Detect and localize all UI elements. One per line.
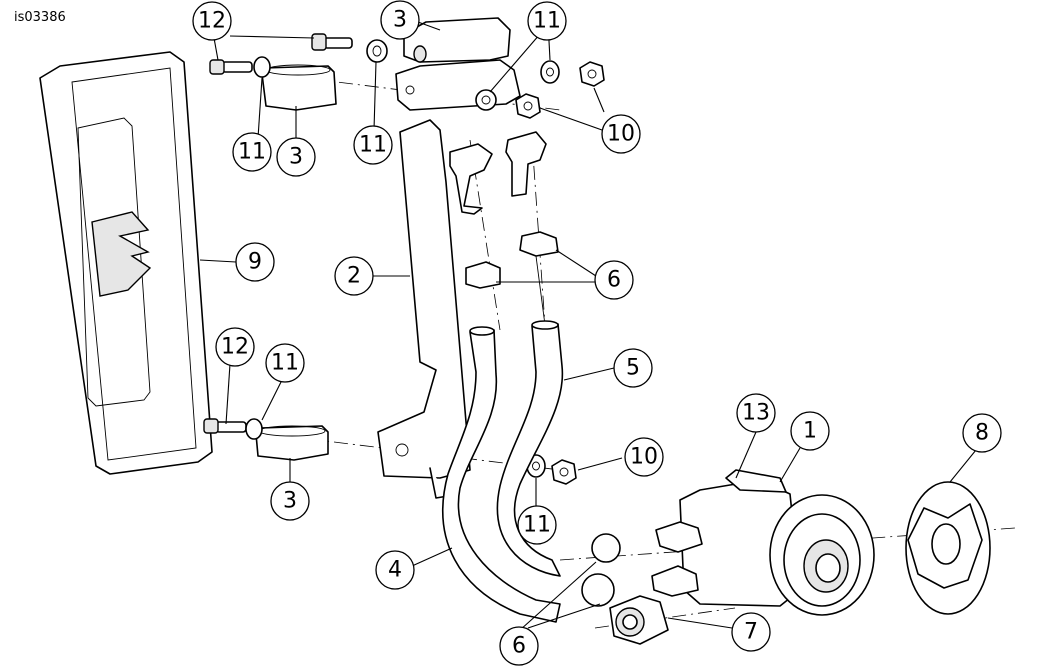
callout-12-top: 12 [192, 1, 232, 41]
callout-label: 9 [248, 250, 262, 275]
part-clamp-lower [255, 425, 329, 461]
callout-label: 8 [975, 421, 989, 446]
callout-12-lower: 12 [215, 327, 255, 367]
callout-5: 5 [613, 348, 653, 388]
part-fitting [581, 533, 669, 645]
part-hose-clamps-upper [465, 231, 559, 326]
part-washers [245, 39, 560, 478]
callout-11-upper-left: 11 [232, 132, 272, 172]
callout-label: 1 [803, 419, 817, 444]
callout-label: 10 [630, 445, 658, 470]
part-pump-housing [651, 469, 875, 616]
callout-label: 3 [393, 8, 407, 33]
callout-4: 4 [375, 550, 415, 590]
callout-13: 13 [736, 393, 776, 433]
callout-9: 9 [235, 242, 275, 282]
callout-8: 8 [962, 413, 1002, 453]
callout-label: 10 [607, 122, 635, 147]
callout-3-lower: 3 [270, 481, 310, 521]
part-bracket [377, 119, 471, 499]
callout-label: 7 [744, 620, 758, 645]
callout-label: 6 [607, 268, 621, 293]
callout-label: 12 [198, 9, 226, 34]
part-plate [905, 481, 991, 615]
callout-6-upper: 6 [594, 260, 634, 300]
part-hose-elbows [449, 131, 547, 215]
leader-lines [199, 21, 977, 631]
callout-label: 11 [359, 133, 387, 158]
callout-label: 4 [388, 558, 402, 583]
callout-label: 6 [512, 634, 526, 659]
callout-label: 3 [289, 145, 303, 170]
figure-id: is03386 [14, 10, 66, 25]
part-bolts [203, 33, 353, 434]
callout-6-lower: 6 [499, 626, 539, 666]
callout-label: 3 [283, 489, 297, 514]
callout-11-lower-middle: 11 [517, 505, 557, 545]
callout-label: 11 [271, 351, 299, 376]
callout-11-top-right: 11 [527, 1, 567, 41]
callout-label: 5 [626, 356, 640, 381]
part-hoses [442, 320, 564, 623]
callout-label: 12 [221, 335, 249, 360]
callout-10-lower: 10 [624, 437, 664, 477]
callout-10-top: 10 [601, 114, 641, 154]
callout-label: 11 [238, 140, 266, 165]
callout-3-upper-left: 3 [276, 137, 316, 177]
callout-label: 11 [533, 9, 561, 34]
callout-11-upper-middle: 11 [353, 125, 393, 165]
callout-label: 13 [742, 401, 770, 426]
callout-2: 2 [334, 256, 374, 296]
callout-7: 7 [731, 612, 771, 652]
callout-label: 11 [523, 513, 551, 538]
part-clamp-upper-left [261, 64, 337, 111]
callout-1: 1 [790, 411, 830, 451]
callout-11-lower-left: 11 [265, 343, 305, 383]
callout-label: 2 [347, 264, 361, 289]
part-cover [39, 51, 213, 475]
callout-3-top: 3 [380, 0, 420, 40]
part-nuts [515, 61, 605, 485]
